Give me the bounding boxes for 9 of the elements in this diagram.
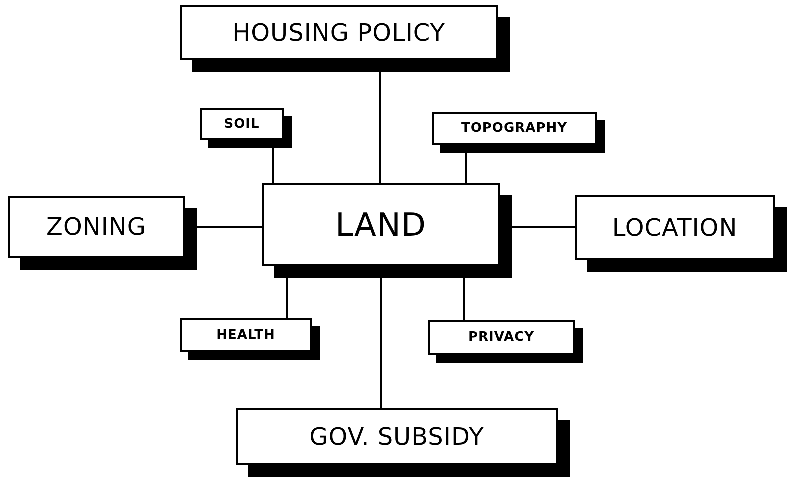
box-label: PRIVACY	[468, 330, 535, 345]
box-label: TOPOGRAPHY	[461, 121, 568, 136]
box-label: HEALTH	[216, 328, 276, 342]
box-label: HOUSING POLICY	[232, 18, 446, 46]
box-label: GOV. SUBSIDY	[310, 422, 484, 450]
box-label: SOIL	[224, 116, 260, 132]
box-label: LOCATION	[612, 214, 738, 242]
box-label: LAND	[335, 206, 427, 244]
box-label: ZONING	[46, 213, 146, 241]
